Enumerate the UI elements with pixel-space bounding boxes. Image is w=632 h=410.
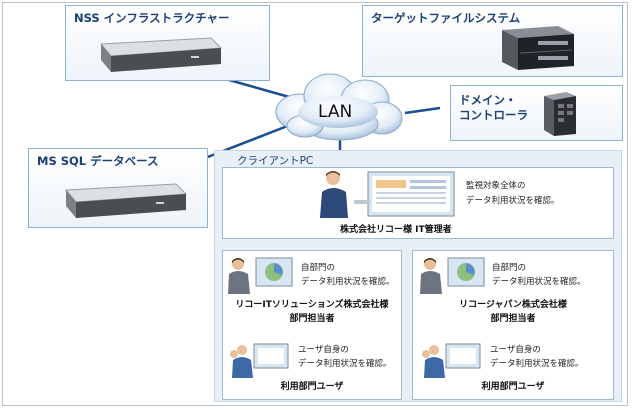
right-department-panel bbox=[412, 250, 614, 400]
admin-desc-line1: 監視対象全体の bbox=[466, 181, 526, 191]
left-end-users-icon bbox=[230, 343, 289, 378]
left-user-role: 利用部門ユーザ bbox=[280, 382, 344, 392]
left-dept-desc-line2: データ利用状況を確認。 bbox=[301, 277, 395, 287]
left-dept-user-at-pc-icon bbox=[228, 257, 293, 294]
mssql-title: MS SQL データベース bbox=[37, 154, 159, 168]
left-user-desc-line2: データ利用状況を確認。 bbox=[298, 359, 392, 369]
client-title: クライアントPC bbox=[237, 155, 314, 167]
left-role: 部門担当者 bbox=[289, 314, 335, 324]
left-company-name: リコーITソリューションズ株式会社様 bbox=[235, 300, 389, 310]
nss-title: NSS インフラストラクチャー bbox=[74, 11, 230, 25]
right-user-desc-line1: ユーザ自身の bbox=[490, 345, 541, 355]
storage-icon bbox=[502, 26, 574, 70]
right-role: 部門担当者 bbox=[490, 314, 536, 324]
right-dept-user-at-pc-icon bbox=[420, 257, 485, 294]
right-end-users-icon bbox=[422, 343, 481, 378]
target-title: ターゲットファイルシステム bbox=[371, 11, 521, 25]
lan-label: LAN bbox=[318, 102, 353, 122]
link-domain-lan bbox=[404, 106, 441, 115]
right-user-role: 利用部門ユーザ bbox=[481, 382, 545, 392]
right-company-name: リコージャパン株式会社様 bbox=[459, 300, 567, 310]
database-server-icon bbox=[64, 183, 188, 218]
left-dept-desc-line1: 自部門の bbox=[301, 263, 336, 273]
admin-desc-line2: データ利用状況を確認。 bbox=[466, 196, 560, 206]
domain-controller-box: ドメイン・ コントローラ bbox=[450, 85, 623, 141]
right-dept-desc-line2: データ利用状況を確認。 bbox=[492, 277, 586, 287]
admin-user-at-pc-icon bbox=[320, 171, 455, 218]
left-user-desc-line1: ユーザ自身の bbox=[298, 345, 349, 355]
right-dept-desc-line1: 自部門の bbox=[492, 263, 527, 273]
lan-cloud bbox=[275, 73, 403, 141]
nss-server-icon bbox=[99, 37, 223, 72]
admin-name: 株式会社リコー様 IT管理者 bbox=[340, 225, 452, 235]
domain-title-line2: コントローラ bbox=[459, 108, 528, 122]
right-user-desc-line2: データ利用状況を確認。 bbox=[490, 359, 584, 369]
domain-title-line1: ドメイン・ bbox=[459, 93, 517, 107]
tower-server-icon bbox=[544, 92, 576, 136]
target-filesystem-box: ターゲットファイルシステム bbox=[362, 5, 623, 77]
